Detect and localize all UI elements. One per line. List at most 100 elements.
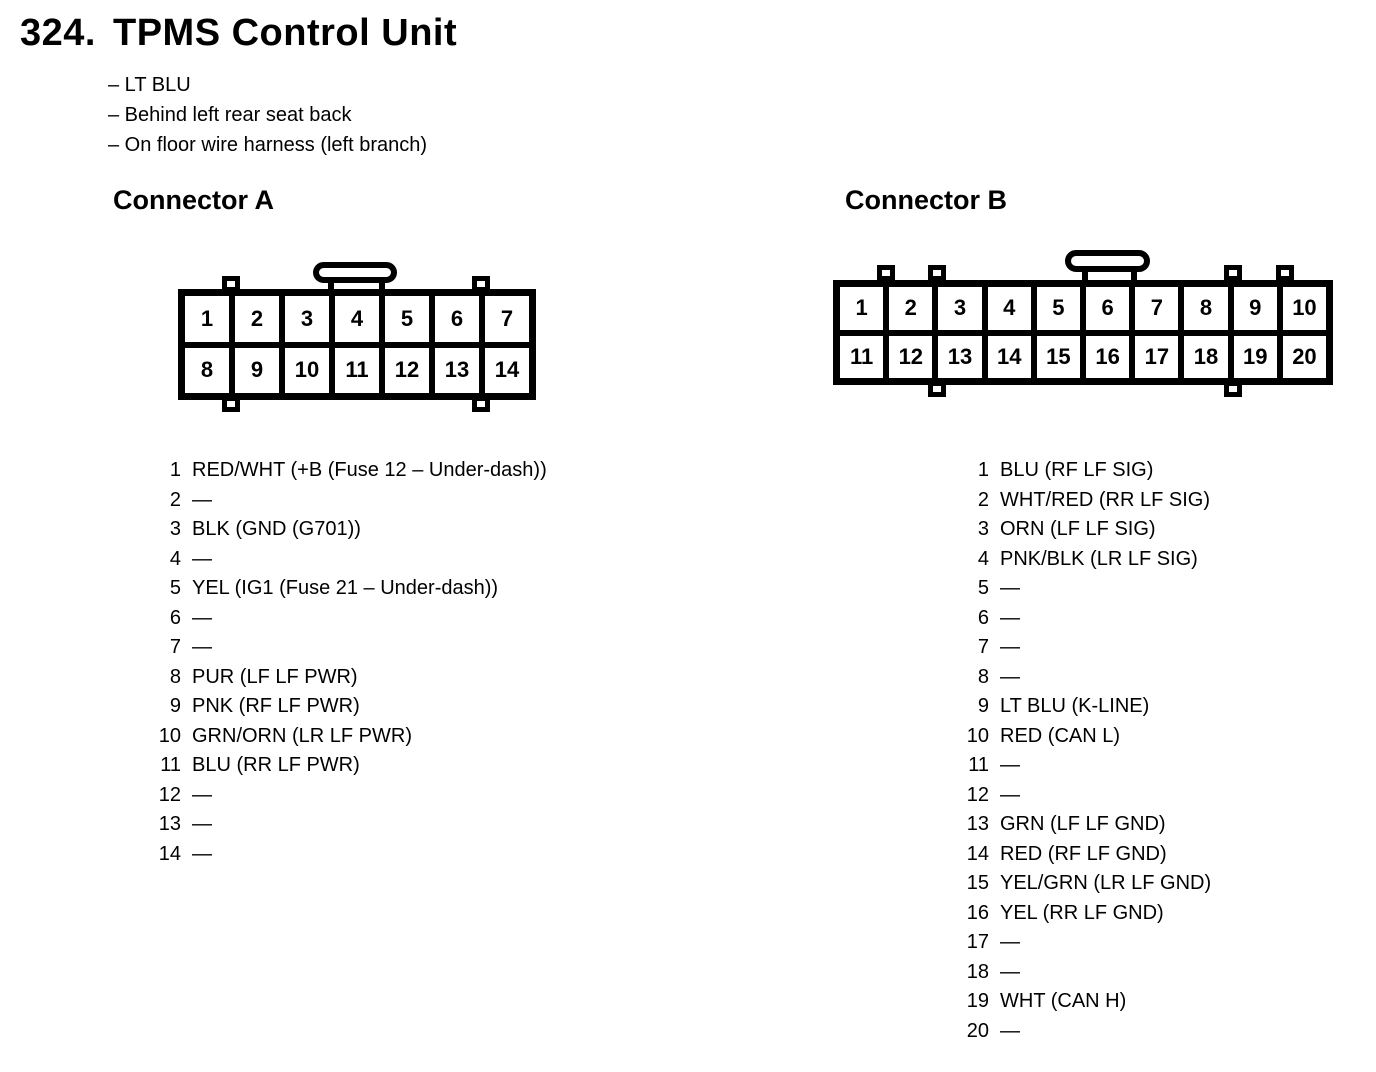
pin-cell: 13 (935, 332, 985, 381)
pin-cell: 17 (1132, 332, 1182, 381)
pin-cell: 14 (984, 332, 1034, 381)
pin-number: 11 (968, 754, 989, 776)
pin-cell: 1 (837, 284, 887, 333)
pinlist-row: 18 — (957, 958, 1211, 988)
pin-description: — (1000, 931, 1020, 953)
pin-description: YEL/GRN (LR LF GND) (1000, 872, 1212, 894)
pin-cell: 14 (482, 344, 532, 396)
pin-number: 18 (966, 960, 989, 983)
pin-cell: 11 (332, 344, 382, 396)
pin-number: 13 (966, 813, 989, 835)
pin-description: GRN (LF LF GND) (1000, 813, 1166, 835)
mount-tab-icon (877, 265, 895, 281)
pin-number: 2 (977, 488, 989, 511)
pinlist-row: 16 YEL (RR LF GND) (957, 899, 1211, 929)
pin-description: — (192, 813, 212, 835)
pin-description: RED (CAN L) (1000, 724, 1121, 747)
pinlist-row: 14 RED (RF LF GND) (957, 840, 1211, 870)
connector-a-heading: Connector A (113, 185, 274, 215)
pin-number: 8 (977, 665, 989, 688)
pin-description: LT BLU (K-LINE) (1000, 695, 1150, 717)
pin-number: 10 (966, 724, 989, 747)
pin-number: 17 (966, 931, 989, 953)
pin-description: — (192, 606, 212, 629)
location-note-line: – LT BLU (108, 74, 191, 96)
location-notes: – LT BLU– Behind left rear seat back– On… (108, 70, 427, 160)
pin-cell: 16 (1083, 332, 1133, 381)
pinlist-row: 20 — (957, 1017, 1211, 1047)
pin-cell: 6 (432, 293, 482, 345)
pin-number: 4 (977, 547, 989, 570)
pin-cell: 10 (1279, 284, 1330, 333)
pin-cell: 7 (1132, 284, 1182, 333)
pinlist-row: 8 PUR (LF LF PWR) (149, 663, 547, 693)
pin-cell: 8 (182, 344, 232, 396)
pin-cell: 10 (282, 344, 332, 396)
pin-cell: 5 (382, 293, 432, 345)
pin-cell: 3 (282, 293, 332, 345)
pin-description: — (1000, 960, 1020, 983)
pin-description: YEL (RR LF GND) (1000, 901, 1164, 924)
pin-number: 16 (966, 901, 989, 924)
pin-description: BLU (RF LF SIG) (1000, 459, 1154, 481)
pinlist-row: 5— (957, 574, 1211, 604)
pin-description: — (1000, 1019, 1020, 1042)
pin-number: 8 (169, 665, 181, 688)
pinlist-row: 7— (149, 633, 547, 663)
pin-description: WHT/RED (RR LF SIG) (1000, 488, 1210, 511)
pin-cell: 19 (1230, 332, 1280, 381)
pin-number: 5 (169, 577, 181, 599)
pin-cell: 2 (232, 293, 282, 345)
pin-number: 7 (169, 636, 181, 658)
pin-description: — (1000, 783, 1020, 806)
pin-number: 14 (966, 842, 989, 865)
latch-leg-icon (328, 278, 334, 293)
pin-description: RED (RF LF GND) (1000, 842, 1167, 865)
pin-number: 3 (169, 518, 181, 540)
pin-cell: 18 (1181, 332, 1231, 381)
pinlist-row: 14— (149, 840, 547, 870)
pinlist-row: 2 WHT/RED (RR LF SIG) (957, 486, 1211, 516)
pinlist-row: 17 — (957, 928, 1211, 958)
pin-description: GRN/ORN (LR LF PWR) (192, 724, 412, 747)
pin-cell: 11 (837, 332, 887, 381)
pin-description: BLU (RR LF PWR) (192, 754, 360, 776)
pinlist-row: 6— (149, 604, 547, 634)
pin-description: — (192, 842, 212, 865)
pin-cell: 20 (1279, 332, 1330, 381)
pin-number: 20 (966, 1019, 989, 1042)
pin-cell: 15 (1033, 332, 1084, 381)
pin-cell: 4 (984, 284, 1034, 333)
latch-tab-icon (313, 262, 397, 283)
pin-description: — (1000, 665, 1020, 688)
page-title: 324.TPMS Control Unit (20, 12, 457, 55)
connector-b-heading: Connector B (845, 185, 1007, 215)
pin-cell: 6 (1083, 284, 1133, 333)
pin-description: WHT (CAN H) (1000, 990, 1127, 1012)
pin-number: 12 (966, 783, 989, 806)
mount-tab-icon (1276, 265, 1294, 281)
location-note-line: – On floor wire harness (left branch) (108, 134, 428, 156)
pin-description: — (192, 783, 212, 806)
pinlist-row: 7— (957, 633, 1211, 663)
pin-description: RED/WHT (+B (Fuse 12 – Under-dash)) (192, 459, 547, 481)
pin-cell: 9 (1230, 284, 1280, 333)
pin-number: 7 (977, 636, 989, 658)
pin-description: PUR (LF LF PWR) (192, 665, 358, 688)
